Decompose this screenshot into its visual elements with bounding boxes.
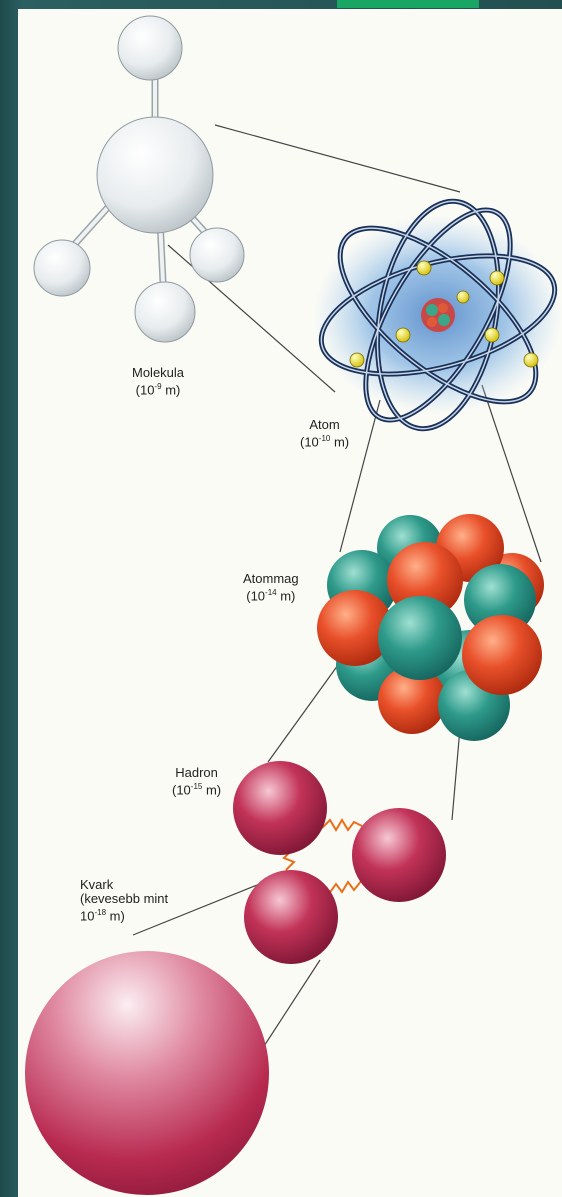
hydrogen-atom-left	[34, 240, 90, 296]
hydrogen-atom-top	[118, 16, 182, 80]
connector-line	[268, 665, 338, 762]
label-quark-scale: 10-18 m)	[80, 906, 168, 923]
electron	[350, 353, 364, 367]
quark-sphere	[25, 951, 269, 1195]
label-hadron: Hadron (10-15 m)	[172, 766, 221, 797]
hadron-particle	[352, 808, 446, 902]
electron	[490, 271, 504, 285]
hydrogen-atom-bottom	[135, 282, 195, 342]
electron	[485, 328, 499, 342]
label-quark: Kvark (kevesebb mint 10-18 m)	[80, 878, 168, 923]
connector-line	[215, 125, 460, 192]
atom-illustration	[309, 189, 562, 441]
hydrogen-atom-right	[190, 228, 244, 282]
label-nucleus-name: Atommag	[243, 572, 299, 586]
hadron-illustration	[233, 761, 446, 964]
label-molecule: Molekula (10-9 m)	[132, 366, 184, 397]
quark-illustration	[25, 951, 269, 1195]
label-quark-line2: (kevesebb mint	[80, 892, 168, 906]
hadron-particle	[233, 761, 327, 855]
label-molecule-name: Molekula	[132, 366, 184, 380]
label-atom-name: Atom	[300, 418, 349, 432]
label-molecule-scale: (10-9 m)	[132, 380, 184, 397]
label-nucleus: Atommag (10-14 m)	[243, 572, 299, 603]
label-atom-scale: (10-10 m)	[300, 432, 349, 449]
atom-nucleus	[421, 298, 455, 332]
label-quark-name: Kvark	[80, 878, 168, 892]
label-nucleus-scale: (10-14 m)	[243, 586, 299, 603]
electron	[417, 261, 431, 275]
label-atom: Atom (10-10 m)	[300, 418, 349, 449]
label-hadron-scale: (10-15 m)	[172, 780, 221, 797]
nucleus-illustration	[317, 514, 544, 741]
hadron-particle	[244, 870, 338, 964]
electron	[396, 328, 410, 342]
electron	[524, 353, 538, 367]
central-atom	[97, 117, 213, 233]
molecule-illustration	[34, 16, 244, 342]
electron	[457, 291, 469, 303]
label-hadron-name: Hadron	[172, 766, 221, 780]
